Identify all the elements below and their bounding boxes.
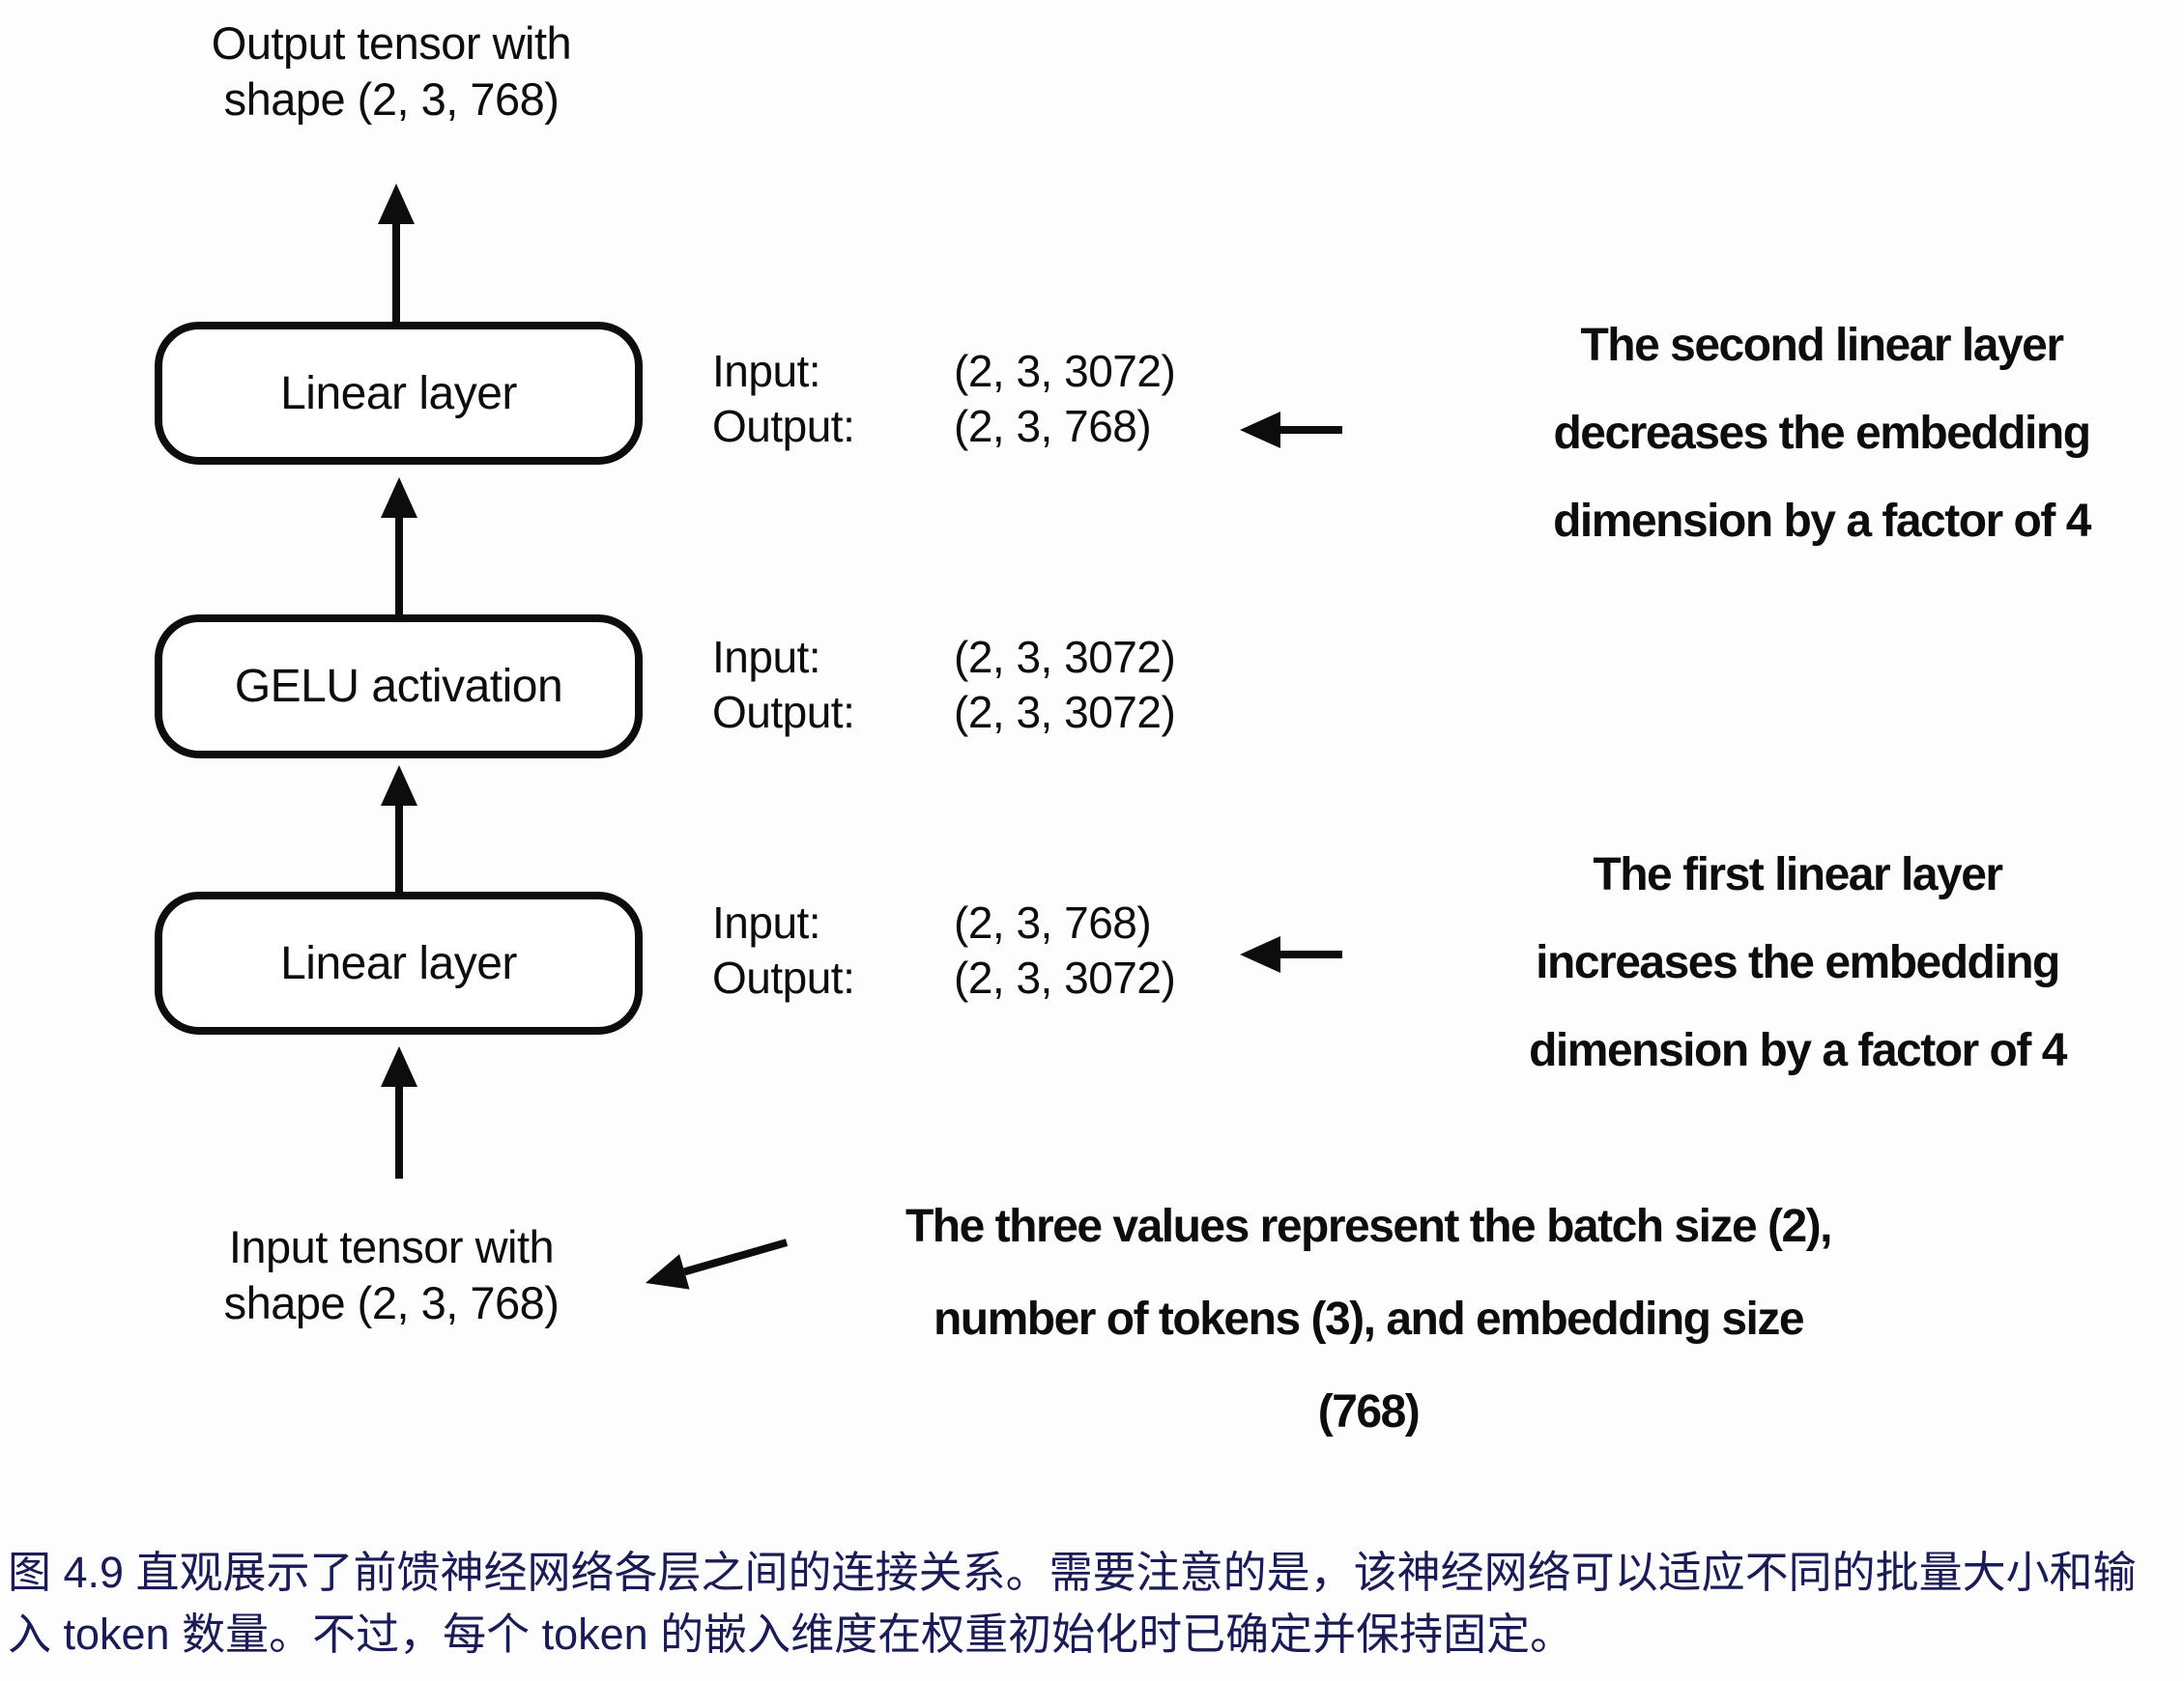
input-tensor-label-line1: Input tensor with — [228, 1221, 555, 1272]
annotation-line: increases the embedding — [1536, 937, 2060, 988]
arrow-diagonal-to-input-tensor-icon — [640, 1225, 792, 1301]
arrow-head-icon — [1240, 936, 1280, 973]
arrow-shaft — [395, 518, 403, 614]
input-tensor-label-line2: shape (2, 3, 768) — [223, 1277, 560, 1328]
arrow-head-icon — [640, 1254, 690, 1301]
io-row-output: Output: (2, 3, 3072) — [712, 951, 1176, 1006]
io-row-output: Output: (2, 3, 3072) — [712, 685, 1176, 740]
output-label: Output: — [712, 953, 855, 1003]
io-row-input: Input: (2, 3, 3072) — [712, 630, 1176, 685]
annotation-line: dimension by a factor of 4 — [1529, 1025, 2067, 1076]
output-tensor-label-line1: Output tensor with — [211, 17, 572, 69]
annotation-line: number of tokens (3), and embedding size — [933, 1294, 1805, 1345]
output-shape-value: (2, 3, 3072) — [954, 953, 1176, 1003]
node-linear-layer-top: Linear layer — [155, 322, 643, 465]
annotation-line: The first linear layer — [1593, 849, 2003, 900]
annotation-line: The three values represent the batch siz… — [905, 1201, 1833, 1252]
io-row-output: Output: (2, 3, 768) — [712, 399, 1175, 454]
output-label: Output: — [712, 401, 855, 451]
input-label: Input: — [712, 346, 821, 396]
arrow-up-input-to-linear-icon — [381, 1046, 417, 1179]
arrow-shaft — [1280, 951, 1342, 958]
io-row-input: Input: (2, 3, 768) — [712, 896, 1175, 951]
arrow-head-icon — [381, 1046, 417, 1087]
io-shapes-top-linear: Input: (2, 3, 3072) Output: (2, 3, 768) — [712, 344, 1176, 454]
input-shape-value: (2, 3, 3072) — [954, 346, 1176, 396]
io-shapes-gelu: Input: (2, 3, 3072) Output: (2, 3, 3072) — [712, 630, 1176, 740]
annotation-line: The second linear layer — [1580, 320, 2064, 371]
arrow-left-first-linear-icon — [1240, 936, 1342, 973]
annotation-line: decreases the embedding — [1553, 408, 2091, 459]
annotation-line: (768) — [1317, 1386, 1421, 1438]
arrow-shaft — [395, 1087, 403, 1179]
output-label: Output: — [712, 687, 855, 737]
input-shape-value: (2, 3, 3072) — [954, 632, 1176, 682]
arrow-shaft — [683, 1239, 789, 1276]
output-tensor-label: Output tensor with shape (2, 3, 768) — [145, 15, 638, 128]
arrow-head-icon — [1240, 412, 1280, 448]
input-shape-value: (2, 3, 768) — [954, 897, 1152, 948]
node-gelu-activation: GELU activation — [155, 614, 643, 758]
annotation-second-linear: The second linear layer decreases the em… — [1503, 301, 2141, 565]
arrow-up-gelu-to-linear-icon — [381, 477, 417, 614]
arrow-shaft — [395, 806, 403, 892]
output-shape-value: (2, 3, 3072) — [954, 687, 1176, 737]
arrow-head-icon — [381, 765, 417, 806]
arrow-up-linear-to-gelu-icon — [381, 765, 417, 892]
output-tensor-label-line2: shape (2, 3, 768) — [223, 73, 560, 125]
input-label: Input: — [712, 897, 821, 948]
arrow-up-to-output-icon — [378, 184, 415, 322]
arrow-head-icon — [378, 184, 415, 224]
arrow-head-icon — [381, 477, 417, 518]
node-linear-layer-top-label: Linear layer — [280, 367, 517, 419]
arrow-left-second-linear-icon — [1240, 412, 1342, 448]
annotation-tensor-values: The three values represent the batch siz… — [808, 1181, 1929, 1459]
io-row-input: Input: (2, 3, 3072) — [712, 344, 1176, 399]
input-tensor-label: Input tensor with shape (2, 3, 768) — [145, 1219, 638, 1331]
io-shapes-bottom-linear: Input: (2, 3, 768) Output: (2, 3, 3072) — [712, 896, 1176, 1006]
input-label: Input: — [712, 632, 821, 682]
arrow-shaft — [392, 224, 400, 322]
node-gelu-activation-label: GELU activation — [234, 661, 563, 712]
annotation-line: dimension by a factor of 4 — [1553, 496, 2091, 547]
output-shape-value: (2, 3, 768) — [954, 401, 1152, 451]
annotation-first-linear: The first linear layer increases the emb… — [1479, 831, 2116, 1095]
figure-caption: 图 4.9 直观展示了前馈神经网络各层之间的连接关系。需要注意的是，该神经网络可… — [8, 1548, 2137, 1659]
node-linear-layer-bottom-label: Linear layer — [280, 937, 517, 989]
node-linear-layer-bottom: Linear layer — [155, 892, 643, 1035]
arrow-shaft — [1280, 426, 1342, 434]
